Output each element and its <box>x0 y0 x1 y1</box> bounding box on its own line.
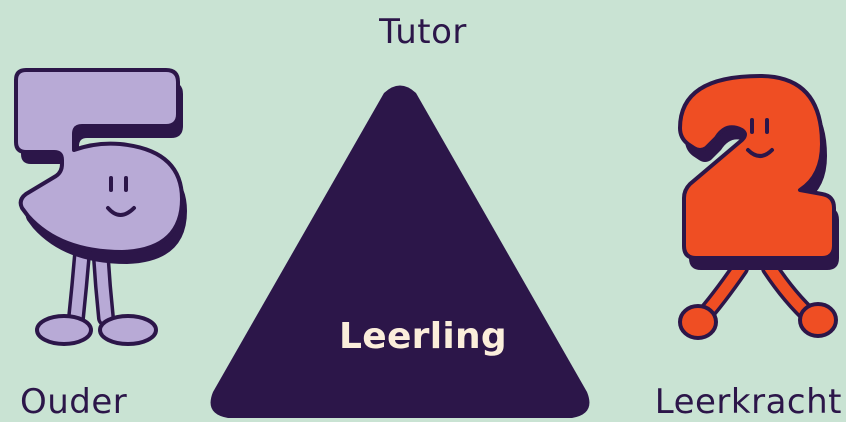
number-five-character-icon <box>14 68 187 346</box>
right-foot-2 <box>798 302 838 338</box>
node-label-tutor: Tutor <box>379 12 467 52</box>
right-character-body <box>678 74 836 260</box>
right-mouth <box>746 148 774 158</box>
left-character-body <box>14 68 184 254</box>
left-foot-1 <box>35 314 93 346</box>
left-mouth <box>106 206 136 217</box>
node-label-leerling: Leerling <box>338 316 507 357</box>
right-foot-1 <box>678 304 718 340</box>
node-label-ouder: Ouder <box>20 382 128 422</box>
triangle-shape <box>210 85 590 418</box>
left-foot-2 <box>98 314 158 346</box>
node-label-leerkracht: Leerkracht <box>654 382 842 422</box>
number-two-character-icon <box>678 74 839 340</box>
